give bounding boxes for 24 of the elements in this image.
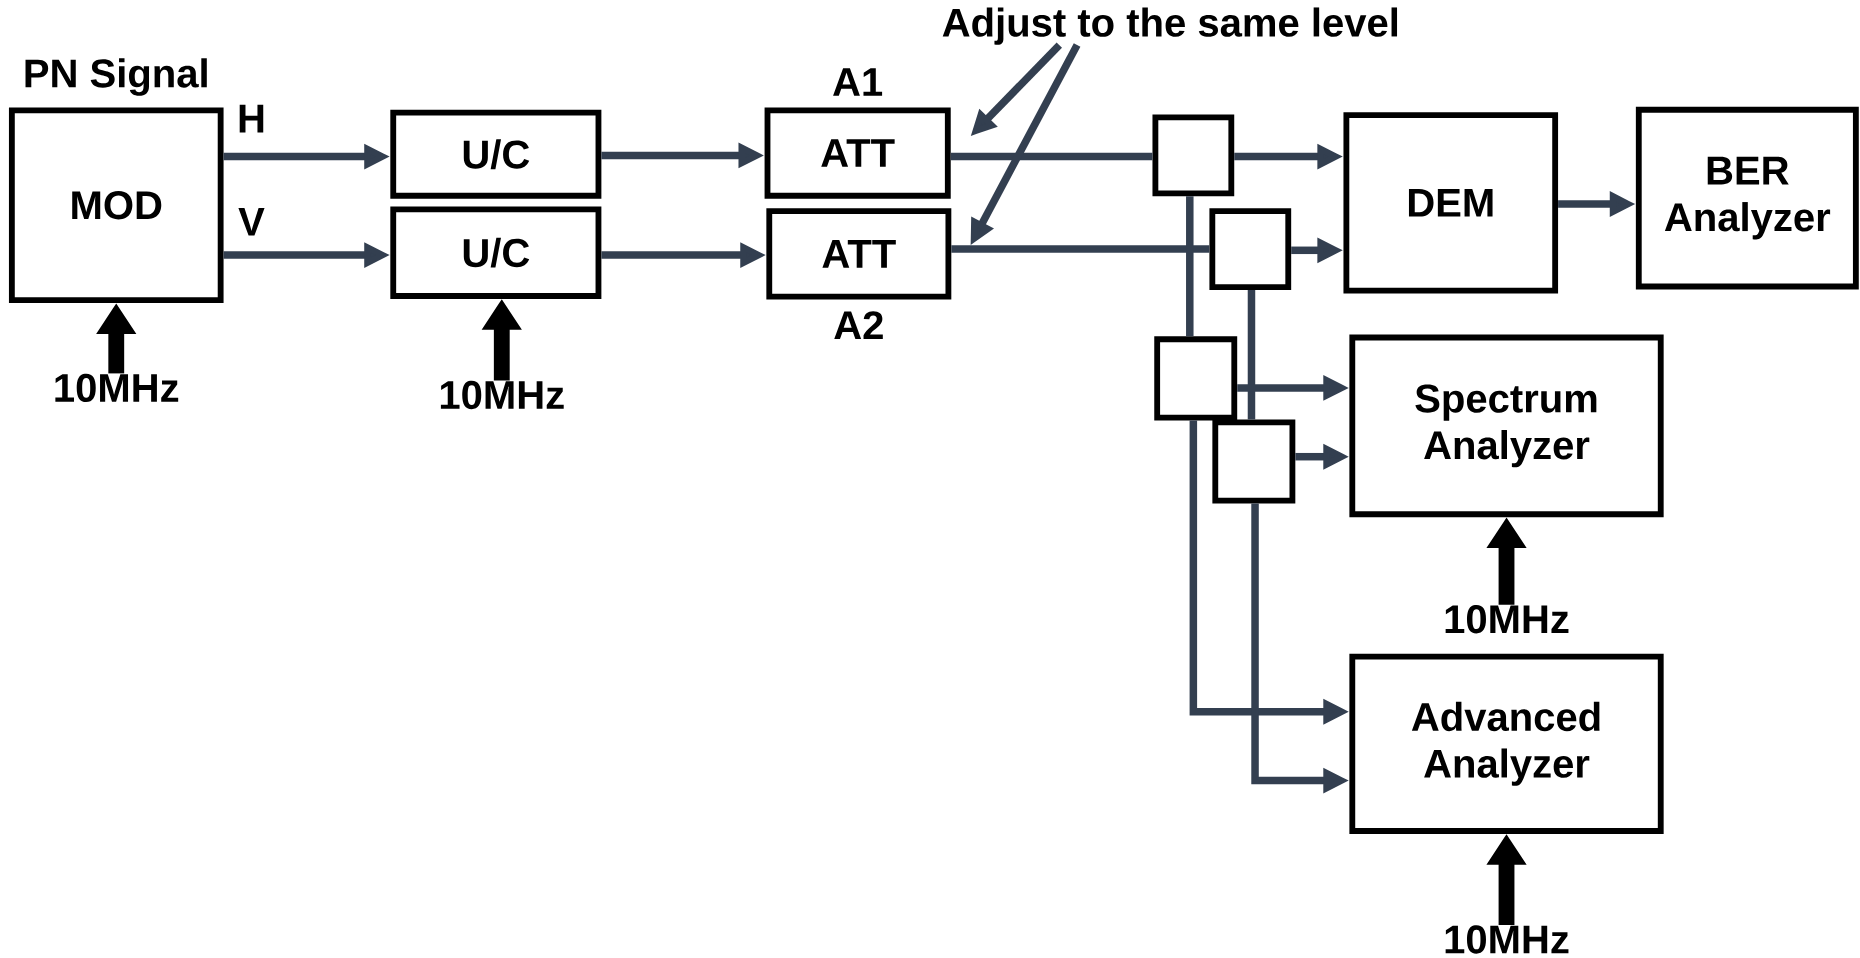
block-box: Advanced Analyzer xyxy=(1349,653,1664,834)
block-box: ATT xyxy=(764,107,951,199)
splitter-box xyxy=(1152,114,1235,197)
block-box: DEM xyxy=(1343,111,1559,294)
port-label: V xyxy=(238,207,265,236)
splitter-box xyxy=(1212,419,1296,504)
signal-label: 10MHz xyxy=(55,373,179,402)
block-box: MOD xyxy=(8,107,224,303)
splitter-box xyxy=(1209,208,1292,290)
block-box: BER Analyzer xyxy=(1635,106,1859,290)
block-box: U/C xyxy=(390,206,602,299)
block-heading: PN Signal xyxy=(25,58,207,96)
signal-label: 10MHz xyxy=(1445,604,1569,634)
block-heading: A2 xyxy=(834,310,883,339)
block-heading: A1 xyxy=(833,68,883,96)
block-box: Spectrum Analyzer xyxy=(1349,334,1664,517)
signal-label: 10MHz xyxy=(1445,925,1569,954)
block-box: U/C xyxy=(390,109,602,199)
signal-label: 10MHz xyxy=(440,380,564,409)
signal-label: Adjust to the same level xyxy=(942,7,1398,45)
connector-line xyxy=(1247,289,1256,420)
block-box: ATT xyxy=(766,208,952,300)
port-label: H xyxy=(239,104,264,133)
splitter-box xyxy=(1154,336,1238,421)
